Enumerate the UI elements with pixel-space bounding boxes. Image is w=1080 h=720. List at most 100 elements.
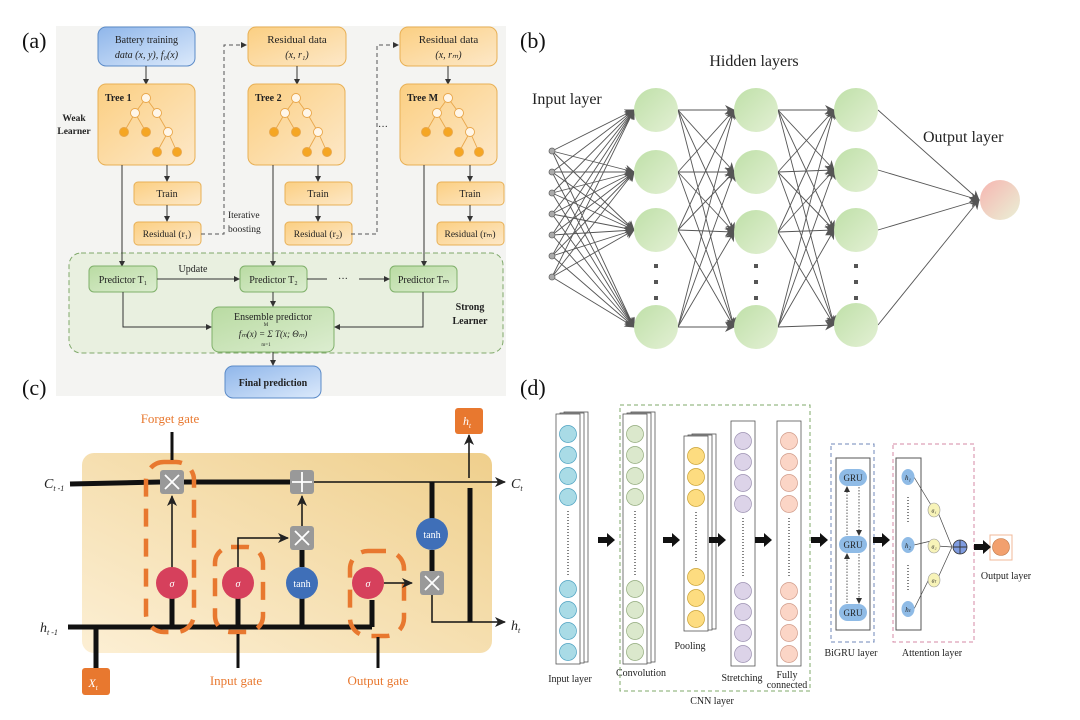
feature-node (626, 467, 644, 485)
panel-d-label: (d) (520, 375, 546, 400)
feature-node (559, 467, 577, 485)
gru-node-3: GRU (839, 604, 867, 621)
panel-b-label: (b) (520, 28, 546, 53)
residual-label: Residual (r₁) (143, 229, 191, 240)
feature-node (626, 622, 644, 640)
feature-node (559, 446, 577, 464)
tree-box (399, 83, 498, 166)
tree-leaf-node (454, 147, 464, 157)
attention-weight-label: a₁ (931, 509, 936, 515)
train-box-2: Train (284, 181, 353, 206)
ensemble-formula: fₘ(x) = Σ T(x; Θₘ) (239, 329, 308, 339)
nn-edge (551, 171, 635, 278)
feature-node (780, 645, 798, 663)
feature-node (559, 622, 577, 640)
nn-edge (551, 255, 635, 328)
update-label: Update (179, 264, 208, 275)
feature-node (734, 474, 752, 492)
nn-edge (551, 109, 635, 236)
feature-node (687, 589, 705, 607)
tree-split-node (302, 108, 312, 118)
feature-node (734, 495, 752, 513)
nn-edge (777, 109, 835, 233)
nn-edge (551, 150, 635, 231)
hidden-state-label: hₜ (905, 606, 912, 614)
tree-split-node (291, 93, 301, 103)
nn-edge (777, 169, 835, 233)
feature-node (734, 432, 752, 450)
cnn-layer-label: CNN layer (690, 696, 734, 707)
nn-edge (777, 320, 835, 331)
svg-text:data (x, y), f₀(x): data (x, y), f₀(x) (115, 50, 179, 61)
nn-edge (551, 234, 635, 328)
convolution-label: Convolution (616, 668, 666, 679)
nn-edge (551, 171, 635, 257)
nn-edge (877, 169, 980, 203)
residual-box-3: Residual (rₘ) (436, 221, 505, 246)
ensemble-predictor-box: Ensemble predictor fₘ(x) = Σ T(x; Θₘ) M … (211, 306, 335, 353)
nn-edge (677, 231, 735, 328)
hidden-node (834, 208, 878, 252)
feature-node (780, 474, 798, 492)
predictor-t1: Predictor T₁ (88, 265, 158, 293)
forget-sigma-node (156, 567, 188, 599)
tree-label: Tree M (407, 93, 439, 104)
fully-connected-label-1: Fully (776, 670, 797, 681)
tree-split-node (443, 93, 453, 103)
feature-node (559, 425, 577, 443)
tree-split-node (280, 108, 290, 118)
flow-arrow-icon (755, 533, 772, 547)
tree-box-2: Tree 2 (247, 83, 346, 166)
input-gate-outline (212, 544, 266, 635)
residual-box-2: Residual (r₂) (284, 221, 353, 246)
multiply-icon (424, 575, 440, 591)
final-prediction-box: Final prediction (224, 365, 322, 399)
residual-data-box-m: Residual data (x, rₘ) (399, 26, 498, 67)
forget-gate-label: Forget gate (141, 411, 200, 426)
nn-edge (777, 109, 835, 173)
tree-leaf-node (302, 147, 312, 157)
input-node (548, 147, 556, 155)
feature-node (559, 643, 577, 661)
h-prev-label: ht -1 (40, 621, 58, 637)
residual-box (436, 221, 505, 246)
hidden-state-label: h₂ (905, 542, 912, 550)
feature-node (734, 603, 752, 621)
nn-edge (551, 213, 635, 234)
output-layer-title: Output layer (923, 129, 1004, 146)
flow-arrow-icon (974, 540, 991, 554)
train-box-3: Train (436, 181, 505, 206)
x-input-box (82, 668, 110, 695)
train-label: Train (459, 189, 480, 200)
feature-node (780, 432, 798, 450)
forget-gate-outline (143, 459, 197, 635)
svg-text:Predictor T₁: Predictor T₁ (99, 275, 148, 286)
feature-node (687, 489, 705, 507)
output-gate-label: Output gate (347, 673, 408, 688)
tree-split-node (465, 127, 475, 137)
input-node (548, 273, 556, 281)
feature-node (559, 580, 577, 598)
tree-split-node (432, 108, 442, 118)
feature-node (626, 425, 644, 443)
ellipsis-dot (654, 296, 658, 300)
feature-node (559, 488, 577, 506)
output-sigma-node (352, 567, 384, 599)
feature-node (780, 453, 798, 471)
nn-edge (677, 109, 735, 231)
arrow (334, 292, 424, 330)
nn-edge (551, 109, 635, 278)
fully-connected-column (776, 420, 802, 667)
feature-node (687, 568, 705, 586)
ellipsis-dot (654, 280, 658, 284)
nn-edge (551, 171, 635, 328)
tree-split-node (141, 93, 151, 103)
nn-edge (777, 109, 837, 328)
flow-arrow-icon (709, 533, 726, 547)
svg-text:Predictor T₂: Predictor T₂ (249, 275, 298, 286)
fully-connected-label-2: connected (767, 680, 808, 691)
tree-leaf-node (172, 147, 182, 157)
feature-node (687, 447, 705, 465)
ellipsis-dot (854, 280, 858, 284)
